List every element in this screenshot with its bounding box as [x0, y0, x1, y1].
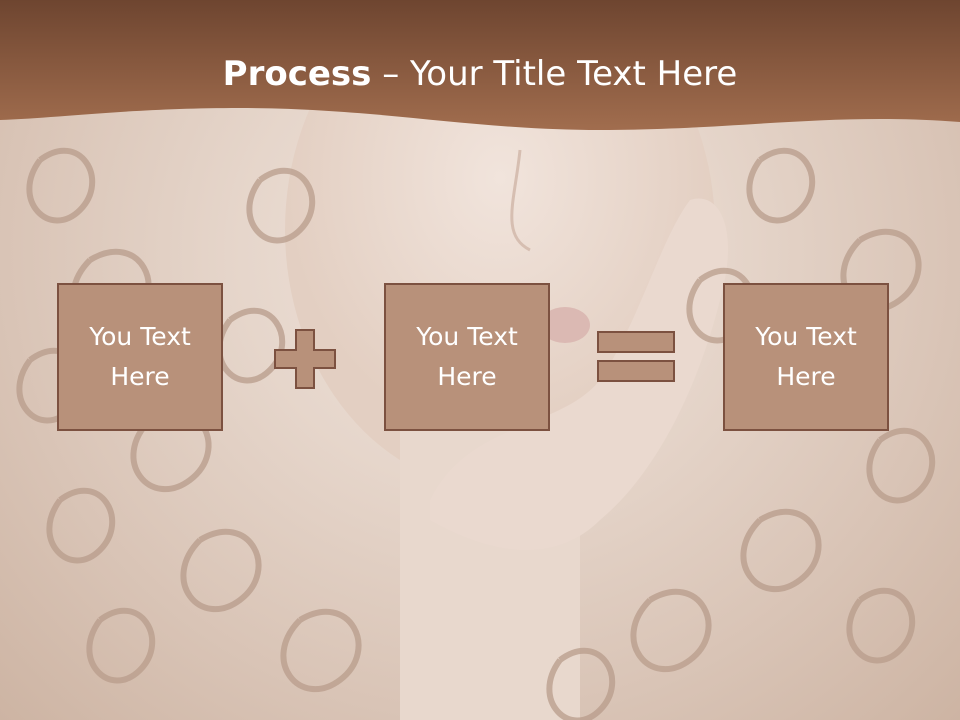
process-box-1-label: You Text Here	[89, 322, 191, 391]
slide-title: Process – Your Title Text Here	[0, 52, 960, 96]
process-box-3-label: You Text Here	[755, 322, 857, 391]
title-rest: Your Title Text Here	[410, 54, 738, 94]
plus-icon	[274, 329, 336, 389]
process-box-1: You Text Here	[57, 283, 223, 431]
equals-icon	[597, 331, 675, 382]
header-banner	[0, 0, 960, 130]
process-box-2: You Text Here	[384, 283, 550, 431]
process-box-2-label: You Text Here	[416, 322, 518, 391]
title-dash: –	[371, 54, 411, 94]
process-box-3: You Text Here	[723, 283, 889, 431]
title-bold-part: Process	[222, 54, 372, 94]
